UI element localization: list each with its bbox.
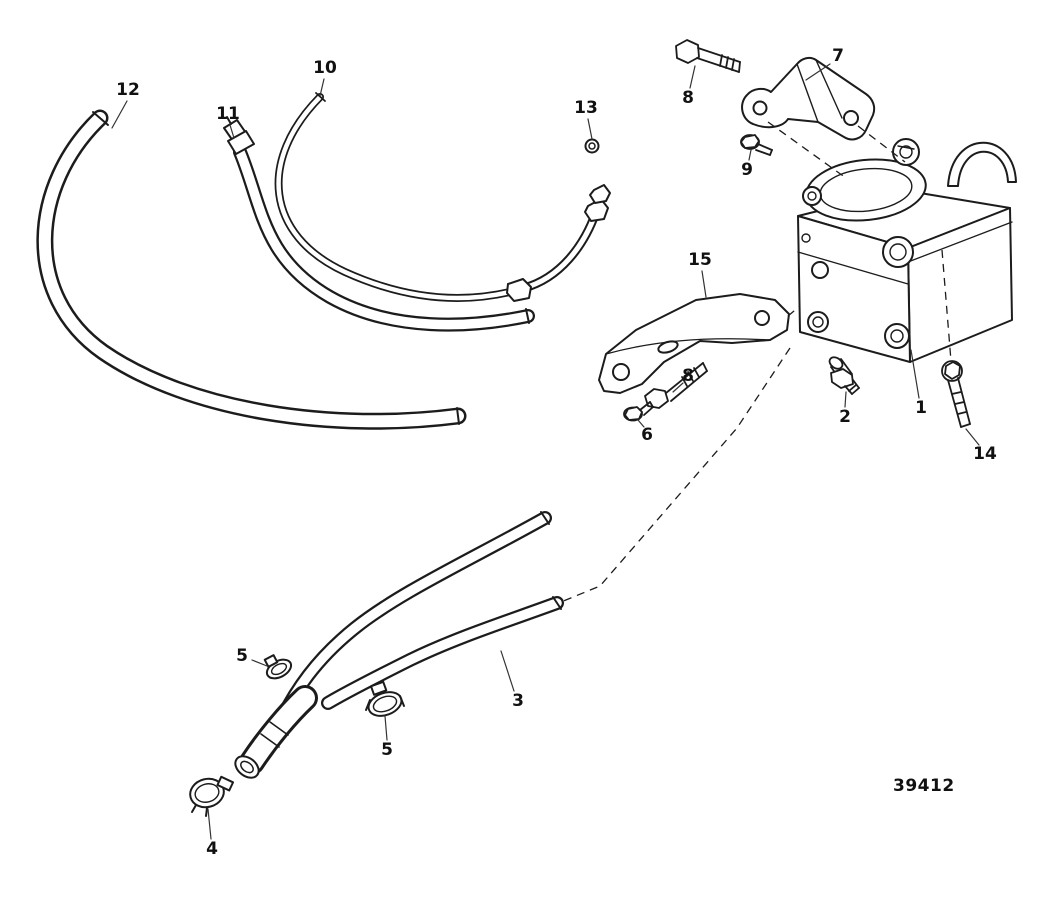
callout-leader-line [384, 715, 388, 741]
callout-leader-line [251, 659, 268, 667]
callout-leader-line [319, 78, 325, 97]
hose-11 [233, 145, 535, 332]
callout-leader-line [689, 65, 696, 89]
callout-label: 10 [313, 58, 337, 78]
callout-label: 8 [682, 366, 694, 386]
callout-label: 2 [839, 407, 851, 427]
callout-10-2: 10 [313, 58, 337, 97]
callout-label: 15 [688, 250, 712, 270]
callout-leader-line [637, 419, 645, 428]
callout-leader-line [805, 63, 831, 81]
hose-clamp-4 [189, 775, 235, 817]
callout-11-1: 11 [216, 104, 240, 139]
callout-leader-line [207, 808, 212, 840]
callout-3-14: 3 [500, 650, 524, 711]
callout-1-11: 1 [910, 349, 927, 418]
callout-9-6: 9 [741, 149, 753, 180]
callout-2-10: 2 [839, 391, 851, 427]
callout-label: 7 [832, 46, 844, 66]
callout-5-15: 5 [381, 715, 393, 760]
hose-clamp-5-upper [263, 654, 293, 680]
bolt-8-top [675, 39, 741, 73]
callout-leader-line [701, 270, 707, 298]
callout-8-5: 8 [682, 65, 696, 108]
callout-leader-line [910, 349, 920, 399]
callout-8-8: 8 [672, 366, 694, 393]
callout-leader-line [748, 149, 752, 161]
callout-12-0: 12 [111, 80, 140, 129]
bolt-14 [941, 360, 971, 428]
callout-6-9: 6 [637, 419, 653, 445]
callout-label: 8 [682, 88, 694, 108]
callout-leader-line [672, 382, 684, 393]
bracket-15 [598, 293, 790, 394]
callout-label: 3 [512, 691, 524, 711]
callout-leader-line [587, 118, 593, 140]
fitting-2 [828, 356, 860, 395]
callout-layer: 12 11 10 13 7 8 9 15 8 6 2 1 14 5 3 5 4 [111, 46, 997, 859]
callout-leader-line [965, 428, 980, 446]
callout-4-16: 4 [206, 808, 218, 859]
callout-label: 14 [973, 444, 997, 464]
callout-label: 6 [641, 425, 653, 445]
fuel-pump-module [797, 138, 1017, 363]
callout-label: 13 [574, 98, 598, 118]
screw-9 [740, 134, 773, 156]
assembly-dashed-lines [560, 121, 952, 603]
hose-clamp-5-lower [365, 680, 405, 717]
callout-13-3: 13 [574, 98, 598, 140]
o-ring-13 [584, 138, 600, 154]
callout-7-4: 7 [805, 46, 844, 81]
callout-label: 1 [915, 398, 927, 418]
hose-10 [274, 92, 518, 303]
callout-leader-line [844, 391, 847, 408]
callout-label: 4 [206, 839, 218, 859]
callout-14-12: 14 [965, 428, 997, 464]
drawing-number: 39412 [893, 776, 955, 796]
callout-label: 5 [236, 646, 248, 666]
callout-5-13: 5 [236, 646, 268, 667]
callout-label: 12 [116, 80, 140, 100]
callout-leader-line [500, 650, 515, 692]
callout-label: 11 [216, 104, 240, 124]
fuel-line-13-assembly [506, 138, 611, 302]
callout-label: 9 [741, 160, 753, 180]
hose-assembly-3 [234, 511, 564, 779]
callout-15-7: 15 [688, 250, 712, 298]
callout-label: 5 [381, 740, 393, 760]
callout-leader-line [111, 100, 128, 129]
bracket-7 [741, 56, 876, 141]
screw-6 [623, 401, 654, 422]
callout-leader-line [229, 124, 235, 139]
hose-12 [36, 109, 467, 430]
